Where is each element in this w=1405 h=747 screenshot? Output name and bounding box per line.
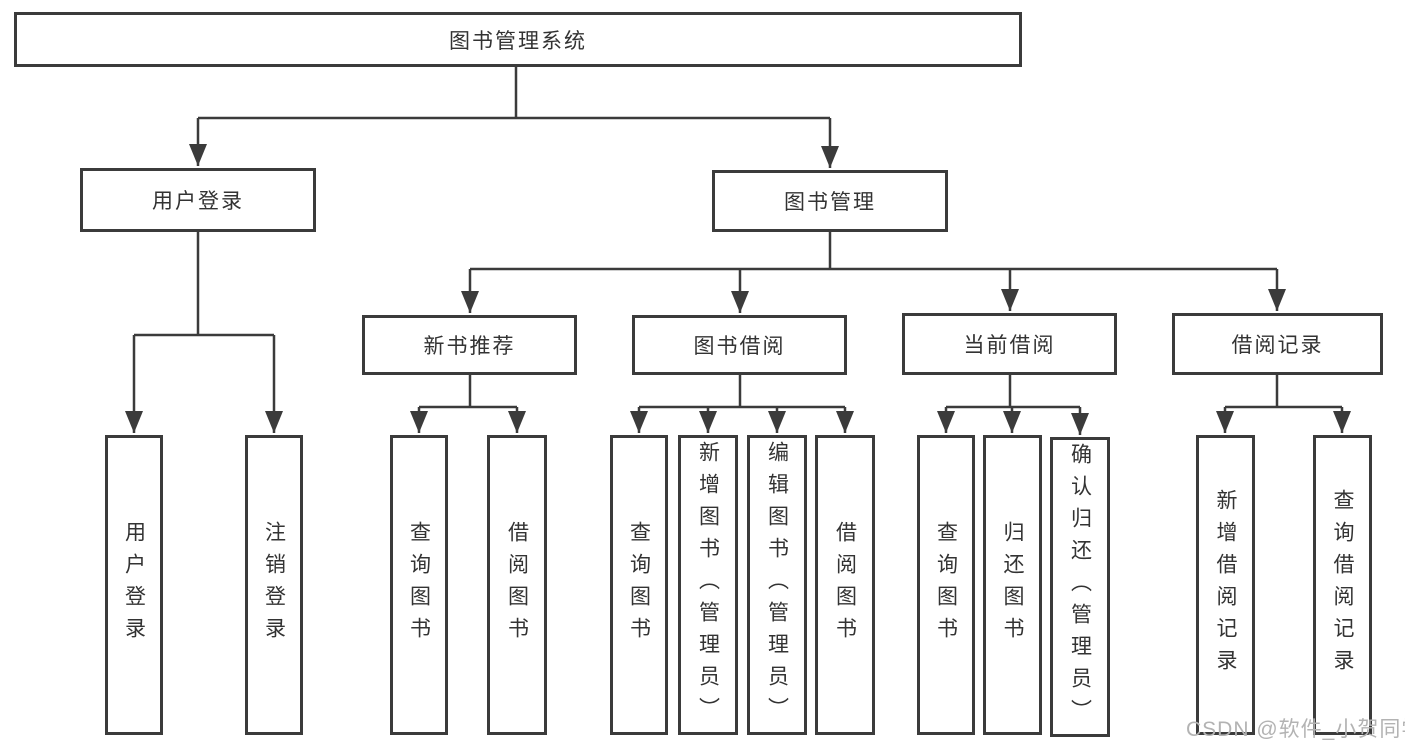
node-book-borrowing: 图书借阅 bbox=[632, 315, 847, 375]
leaf-logout: 注销登录 bbox=[245, 435, 303, 735]
node-label: 查询图书 bbox=[407, 521, 431, 649]
leaf-query-books-1: 查询图书 bbox=[390, 435, 448, 735]
node-borrowing-records: 借阅记录 bbox=[1172, 313, 1383, 375]
leaf-query-books-3: 查询图书 bbox=[917, 435, 975, 735]
node-label: 注销登录 bbox=[262, 521, 286, 649]
node-book-management: 图书管理 bbox=[712, 170, 948, 232]
node-label: 借阅图书 bbox=[833, 521, 857, 649]
leaf-query-books-2: 查询图书 bbox=[610, 435, 668, 735]
node-label: 归还图书 bbox=[1001, 521, 1024, 649]
leaf-query-borrow-record: 查询借阅记录 bbox=[1313, 435, 1372, 735]
leaf-borrow-books-1: 借阅图书 bbox=[487, 435, 547, 735]
leaf-confirm-return-admin: 确认归还（管理员） bbox=[1050, 437, 1110, 737]
node-label: 用户登录 bbox=[122, 521, 146, 649]
node-label: 用户登录 bbox=[152, 190, 244, 213]
node-label: 查询借阅记录 bbox=[1331, 489, 1354, 681]
node-label: 新增图书（管理员） bbox=[696, 441, 720, 729]
node-label: 查询图书 bbox=[627, 521, 651, 649]
node-label: 借阅记录 bbox=[1231, 334, 1324, 357]
csdn-watermark: CSDN @软件_小贺同学 bbox=[1186, 718, 1405, 741]
node-current-borrowing: 当前借阅 bbox=[902, 313, 1117, 375]
node-system-root: 图书管理系统 bbox=[14, 12, 1022, 67]
node-label: 图书借阅 bbox=[693, 335, 786, 358]
node-user-login: 用户登录 bbox=[80, 168, 316, 232]
node-label: 借阅图书 bbox=[505, 521, 529, 649]
node-label: 图书管理 bbox=[784, 191, 876, 214]
node-label: 确认归还（管理员） bbox=[1068, 443, 1092, 731]
node-label: 查询图书 bbox=[934, 521, 958, 649]
node-label: 编辑图书（管理员） bbox=[765, 441, 789, 729]
node-label: 图书管理系统 bbox=[449, 29, 587, 53]
leaf-edit-books-admin: 编辑图书（管理员） bbox=[747, 435, 807, 735]
node-label: 当前借阅 bbox=[963, 334, 1056, 357]
leaf-add-books-admin: 新增图书（管理员） bbox=[678, 435, 738, 735]
node-new-book-recommend: 新书推荐 bbox=[362, 315, 577, 375]
node-label: 新增借阅记录 bbox=[1214, 489, 1237, 681]
node-label: 新书推荐 bbox=[423, 335, 516, 358]
leaf-add-borrow-record: 新增借阅记录 bbox=[1196, 435, 1255, 735]
leaf-return-books: 归还图书 bbox=[983, 435, 1042, 735]
leaf-user-login: 用户登录 bbox=[105, 435, 163, 735]
leaf-borrow-books-2: 借阅图书 bbox=[815, 435, 875, 735]
